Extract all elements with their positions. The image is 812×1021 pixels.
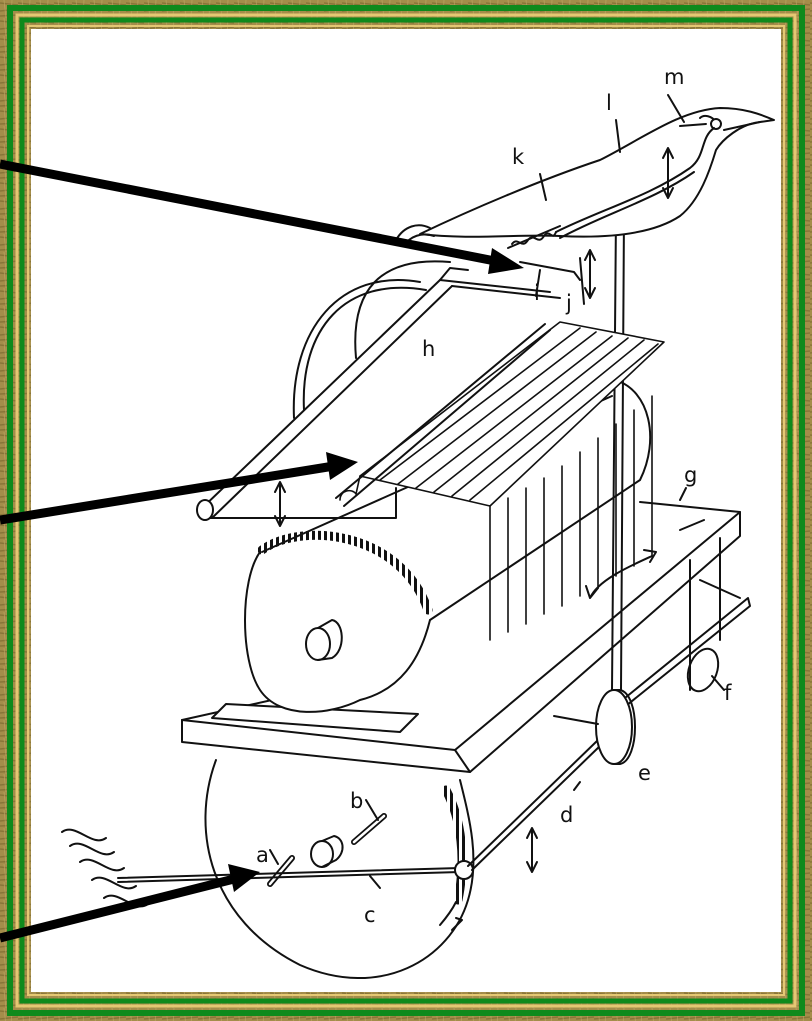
label-i: i bbox=[534, 281, 540, 305]
label-h: h bbox=[422, 337, 435, 361]
decorative-frame bbox=[7, 5, 805, 1016]
figure-labels: a b c d e f g h i j k l m bbox=[256, 65, 732, 927]
ring-f bbox=[686, 647, 720, 693]
arrow-to-pin bbox=[0, 864, 260, 943]
label-c: c bbox=[364, 903, 376, 927]
label-b: b bbox=[350, 789, 363, 813]
vertical-rod bbox=[611, 213, 625, 691]
label-a: a bbox=[256, 843, 269, 867]
arrow-to-lever bbox=[0, 159, 524, 274]
key-bank bbox=[339, 321, 665, 641]
wire-l bbox=[555, 127, 715, 239]
bird-figure bbox=[395, 107, 775, 247]
label-m: m bbox=[664, 65, 684, 89]
label-g: g bbox=[684, 463, 697, 487]
pulley-e bbox=[553, 689, 636, 765]
label-f: f bbox=[724, 681, 732, 705]
label-d: d bbox=[560, 803, 573, 827]
drive-wheel bbox=[204, 759, 475, 980]
label-k: k bbox=[512, 145, 525, 169]
pointer-arrows bbox=[0, 159, 524, 943]
label-l: l bbox=[606, 91, 612, 115]
water-waves bbox=[61, 828, 149, 908]
label-e: e bbox=[638, 761, 651, 785]
label-j: j bbox=[565, 291, 572, 315]
spring-k bbox=[507, 225, 561, 249]
wheel-hub bbox=[310, 835, 344, 868]
rod-c bbox=[117, 867, 461, 879]
lever-ij bbox=[519, 257, 585, 305]
arrow-to-rod bbox=[0, 452, 358, 525]
machine-drawing bbox=[61, 94, 775, 980]
pinned-barrel bbox=[244, 379, 652, 713]
rod-h bbox=[335, 323, 551, 507]
rod-d bbox=[467, 739, 603, 871]
